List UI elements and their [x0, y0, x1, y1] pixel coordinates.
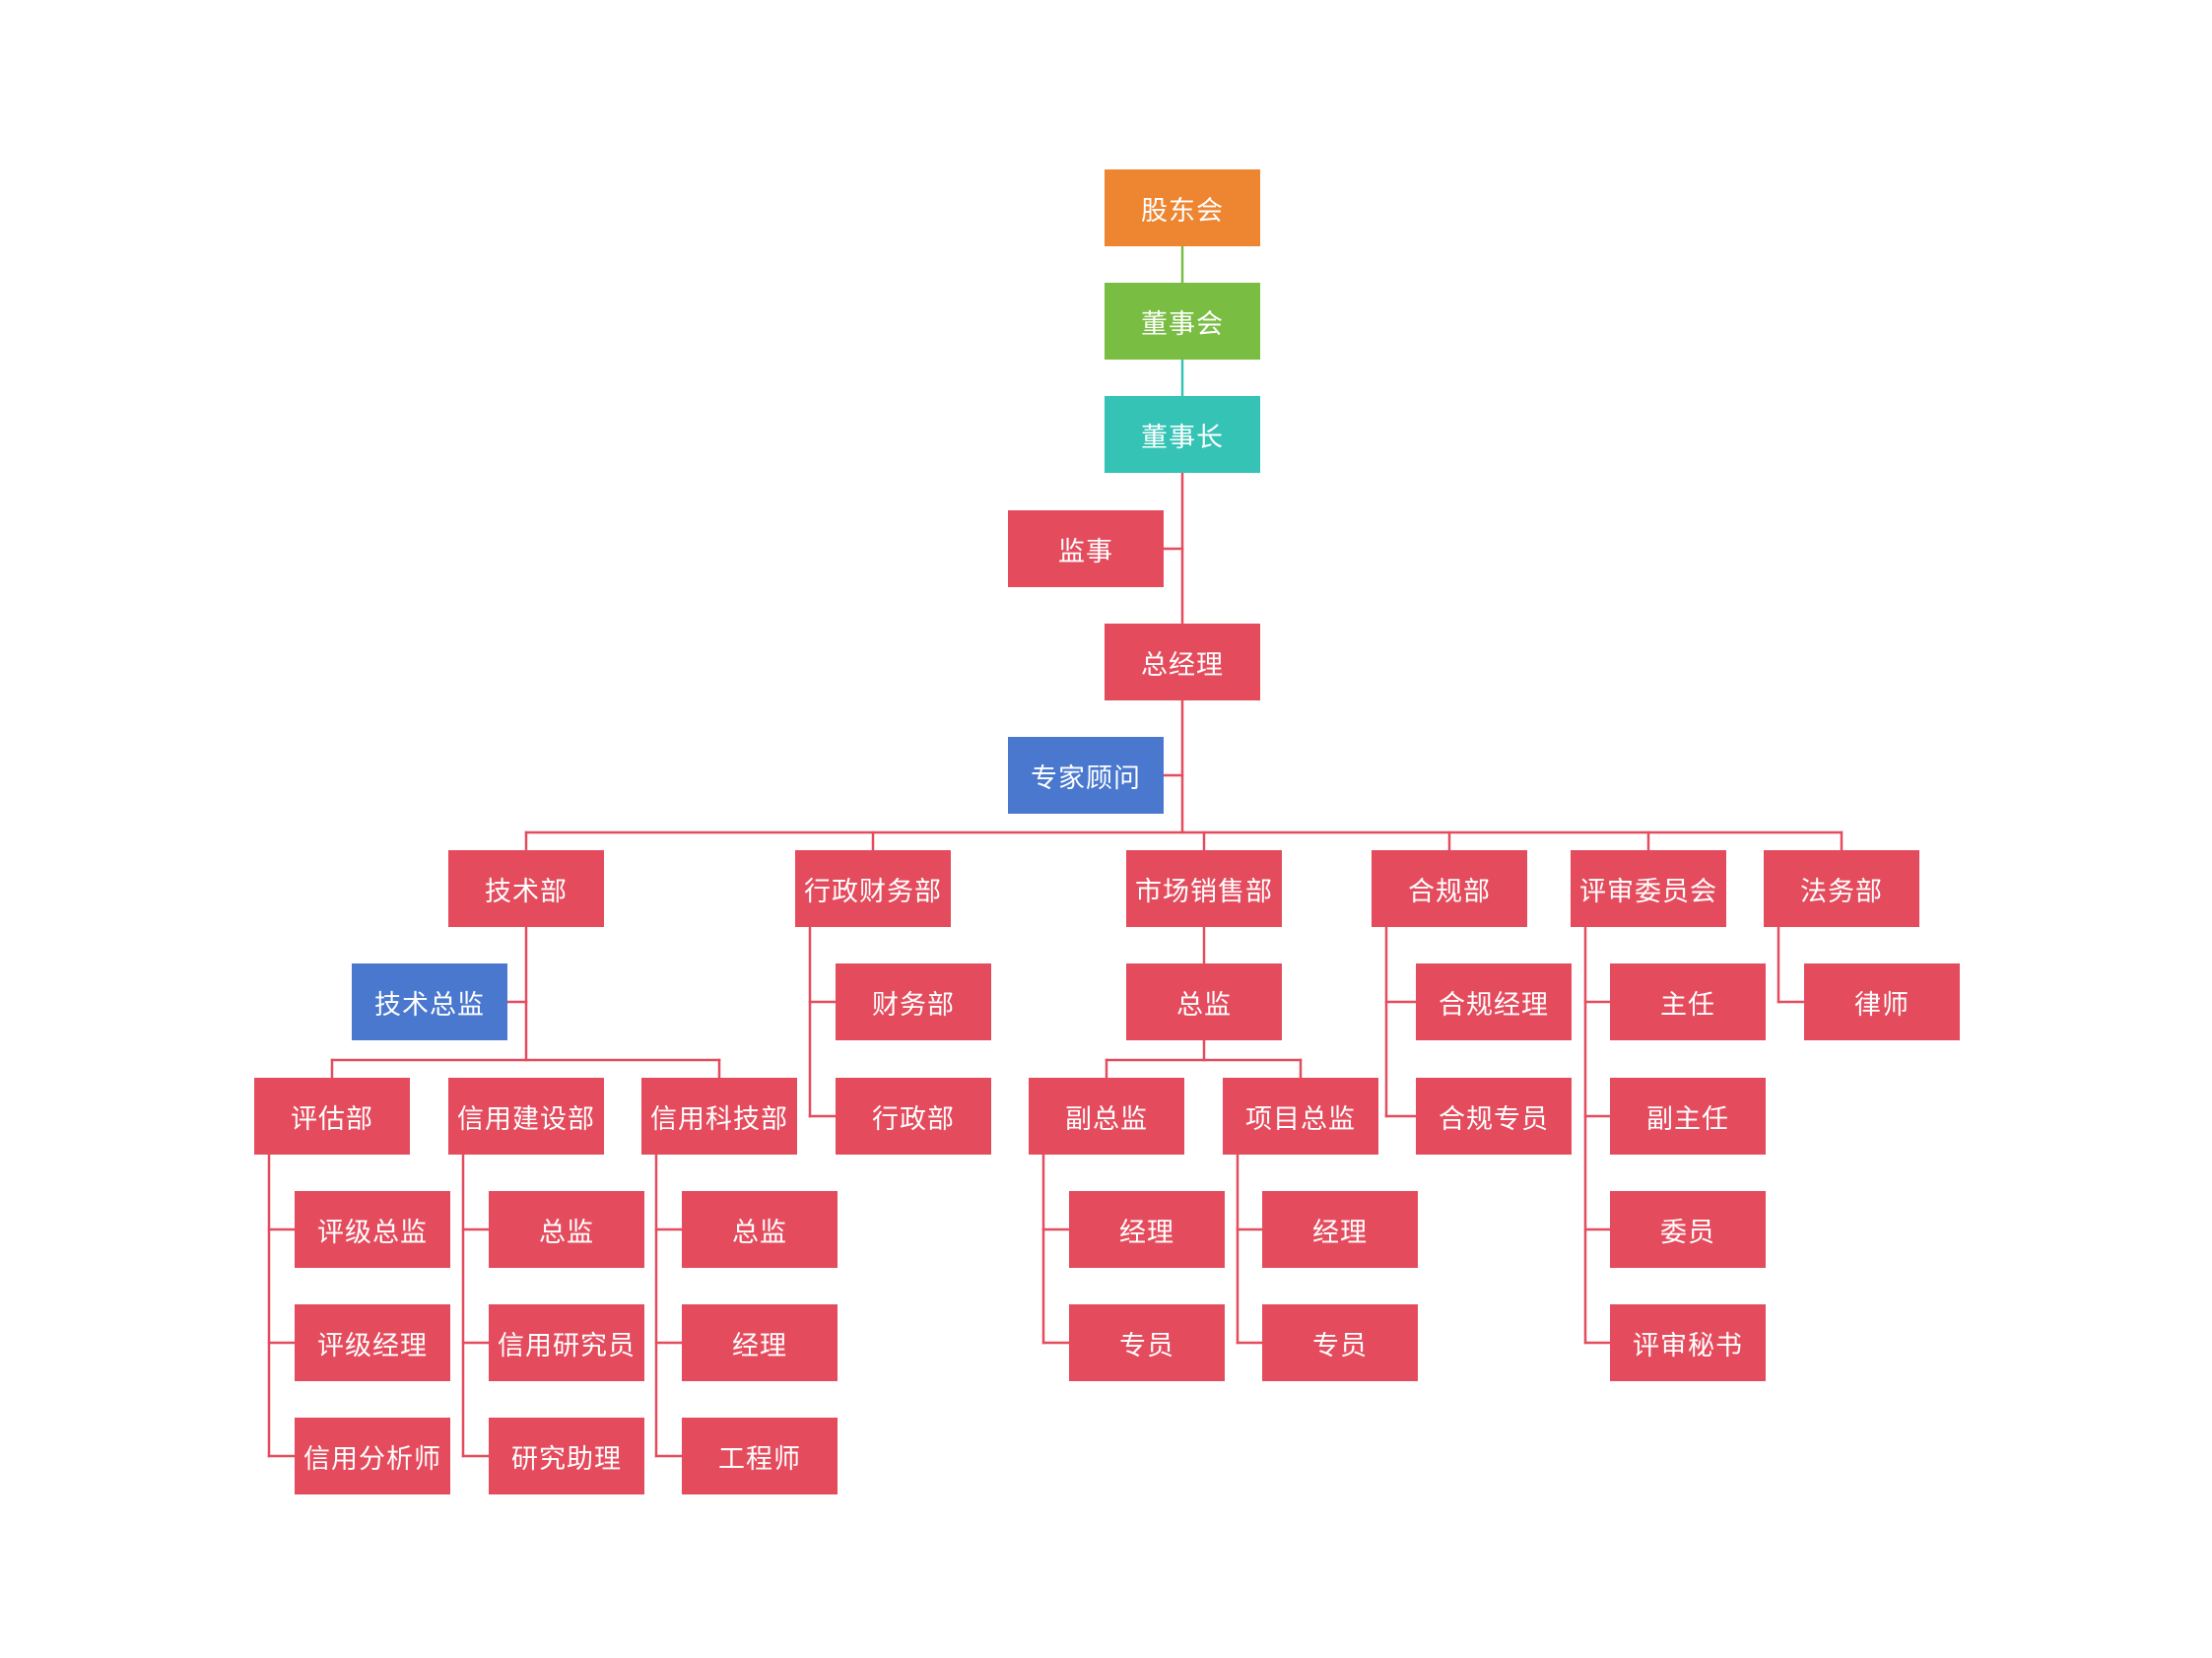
- node-expert-advisor: 专家顾问: [1008, 737, 1164, 814]
- node-pd-specialist: 专员: [1262, 1304, 1418, 1381]
- node-tech-director: 技术总监: [352, 963, 507, 1040]
- node-admin-dept: 行政部: [836, 1078, 991, 1155]
- node-rating-manager: 评级经理: [295, 1304, 450, 1381]
- node-ct-director: 总监: [682, 1191, 838, 1268]
- node-legal-dept: 法务部: [1764, 850, 1919, 927]
- node-board: 董事会: [1105, 283, 1260, 360]
- node-ct-manager: 经理: [682, 1304, 838, 1381]
- node-tech-dept: 技术部: [448, 850, 604, 927]
- node-compliance-manager: 合规经理: [1416, 963, 1572, 1040]
- node-credit-building-dept: 信用建设部: [448, 1078, 604, 1155]
- node-cb-director: 总监: [489, 1191, 644, 1268]
- node-dd-specialist: 专员: [1069, 1304, 1225, 1381]
- node-marketing-dept: 市场销售部: [1126, 850, 1282, 927]
- node-mk-director: 总监: [1126, 963, 1282, 1040]
- node-project-director: 项目总监: [1223, 1078, 1378, 1155]
- node-admin-finance-dept: 行政财务部: [795, 850, 951, 927]
- node-research-assistant: 研究助理: [489, 1418, 644, 1494]
- node-finance-dept: 财务部: [836, 963, 991, 1040]
- node-compliance-dept: 合规部: [1372, 850, 1527, 927]
- node-engineer: 工程师: [682, 1418, 838, 1494]
- node-general-manager: 总经理: [1105, 624, 1260, 700]
- node-chairman: 董事长: [1105, 396, 1260, 473]
- node-credit-researcher: 信用研究员: [489, 1304, 644, 1381]
- node-rc-chair: 主任: [1610, 963, 1766, 1040]
- node-rc-member: 委员: [1610, 1191, 1766, 1268]
- node-rc-vice-chair: 副主任: [1610, 1078, 1766, 1155]
- node-assessment-dept: 评估部: [254, 1078, 410, 1155]
- node-rating-director: 评级总监: [295, 1191, 450, 1268]
- node-credit-analyst: 信用分析师: [295, 1418, 450, 1494]
- node-rc-secretary: 评审秘书: [1610, 1304, 1766, 1381]
- node-dd-manager: 经理: [1069, 1191, 1225, 1268]
- node-compliance-specialist: 合规专员: [1416, 1078, 1572, 1155]
- node-credit-tech-dept: 信用科技部: [641, 1078, 797, 1155]
- node-lawyer: 律师: [1804, 963, 1960, 1040]
- node-shareholders: 股东会: [1105, 169, 1260, 246]
- node-supervisor: 监事: [1008, 510, 1164, 587]
- node-deputy-director: 副总监: [1029, 1078, 1184, 1155]
- node-review-committee: 评审委员会: [1571, 850, 1726, 927]
- node-pd-manager: 经理: [1262, 1191, 1418, 1268]
